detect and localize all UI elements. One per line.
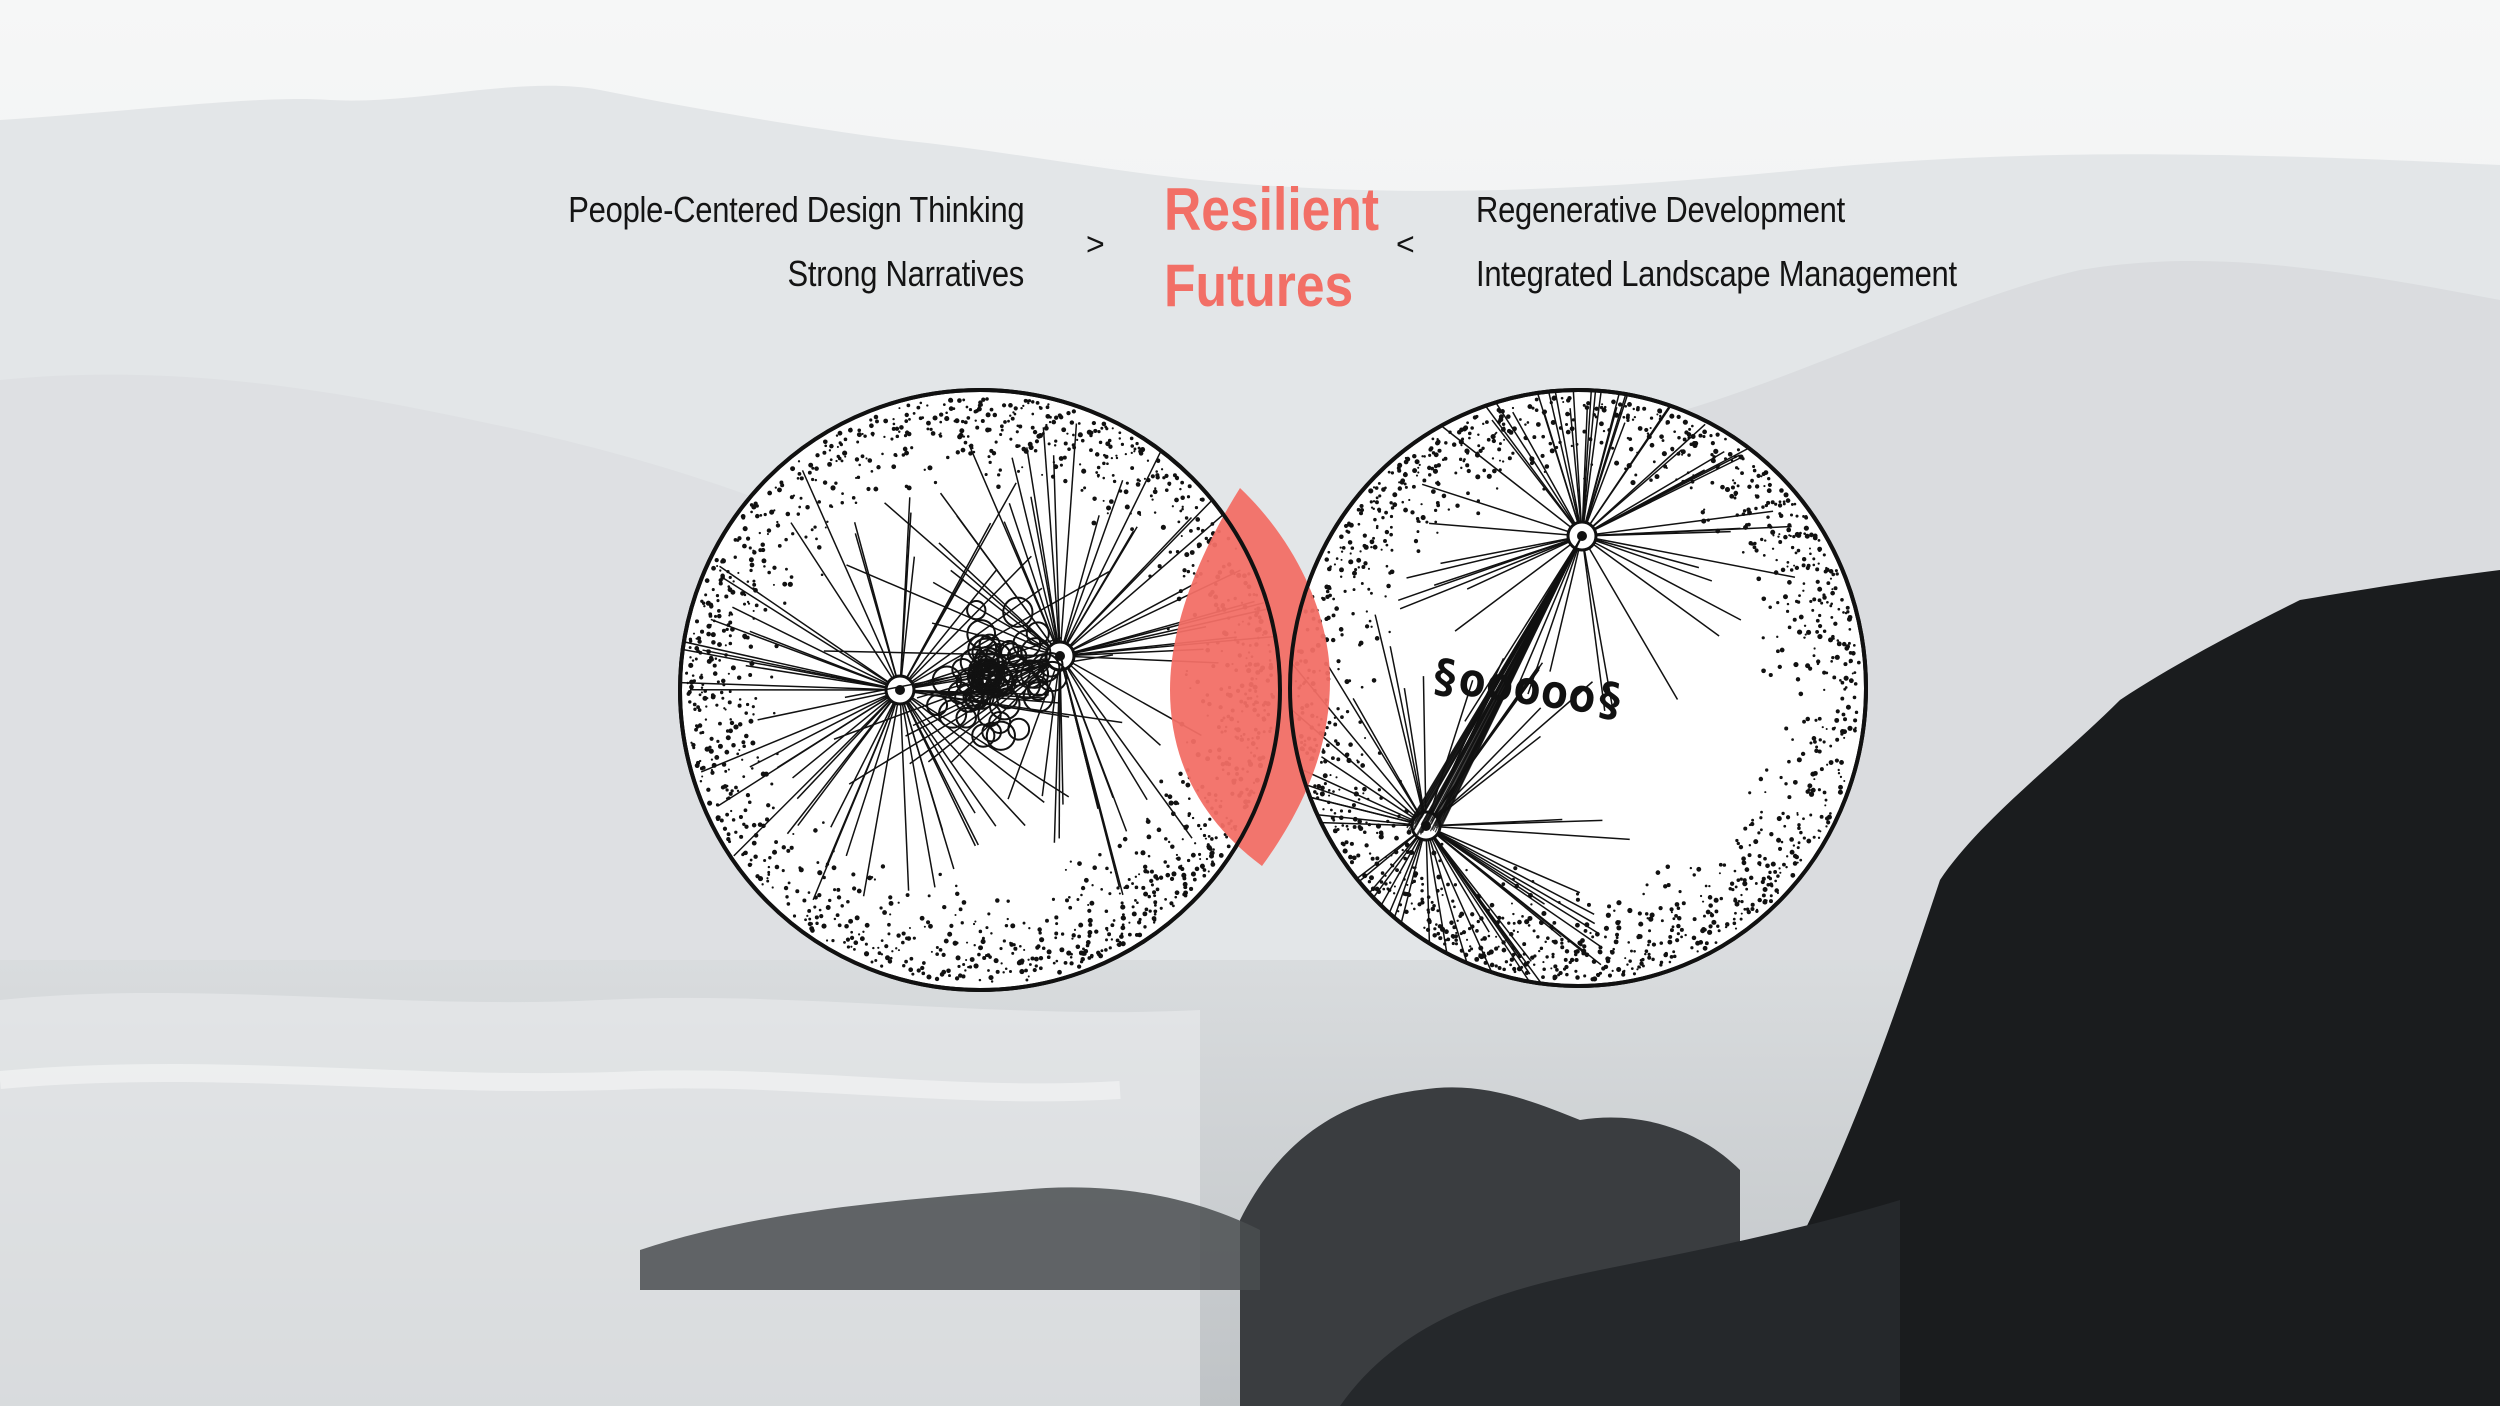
center-title-line1: Resilient — [1164, 176, 1380, 243]
cliff-foreground — [1340, 1200, 1900, 1406]
low-rocks — [640, 1187, 1260, 1290]
right-arrow: < — [1396, 226, 1415, 262]
left-item-design-thinking: People-Centered Design Thinking — [567, 189, 1024, 230]
center-title: Resilient Futures — [1164, 172, 1380, 324]
sea-foam — [0, 1063, 1121, 1102]
intersection-highlight — [1170, 488, 1330, 866]
left-item-narratives: Strong Narratives — [787, 253, 1024, 294]
left-arrow: > — [1086, 226, 1105, 262]
right-cliff — [1760, 570, 2500, 1406]
right-item-landscape: Integrated Landscape Management — [1476, 253, 1957, 294]
right-item-regenerative: Regenerative Development — [1476, 189, 1845, 230]
left-cell-illustration — [680, 397, 1280, 983]
venn-diagram: §ooooo§ — [678, 388, 1868, 992]
mid-mountains — [0, 374, 900, 1000]
center-title-line2: Futures — [1164, 252, 1354, 319]
